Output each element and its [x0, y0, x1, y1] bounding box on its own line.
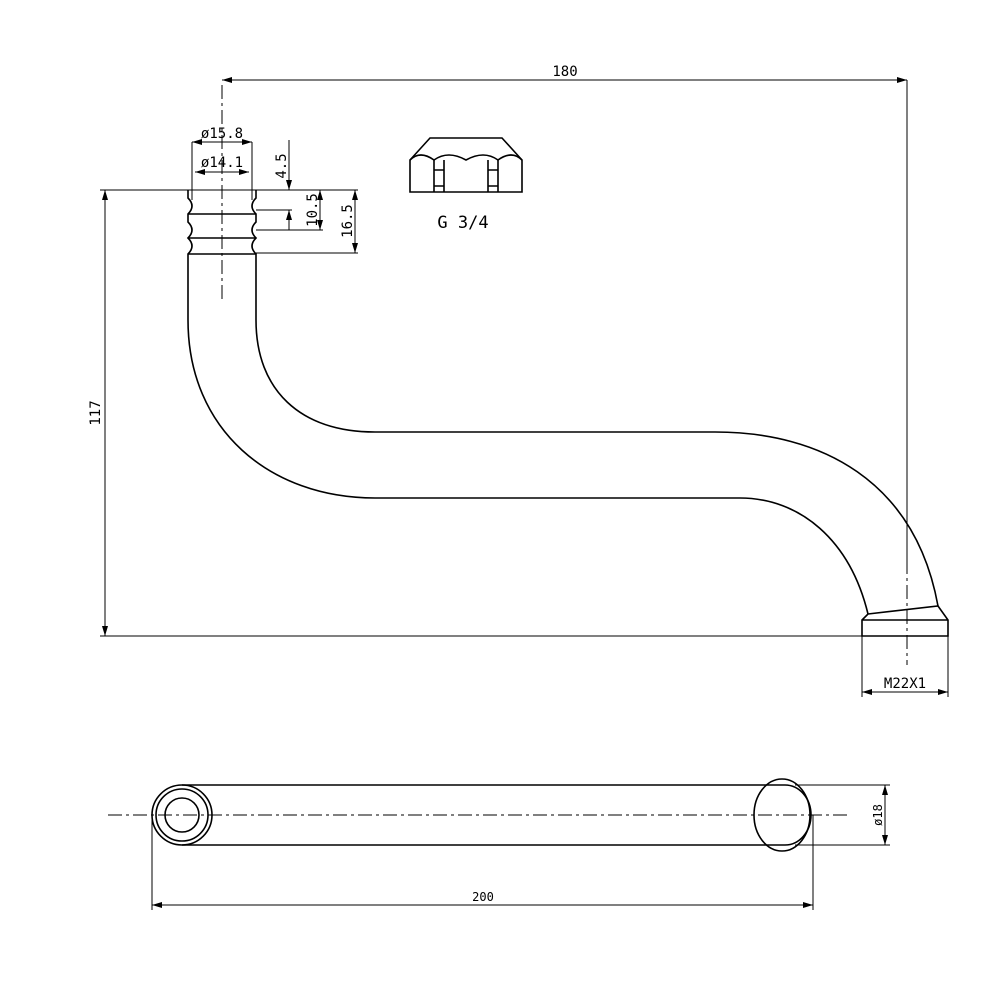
side-view-spout [186, 85, 949, 665]
dim-label-10-5: 10.5 [305, 193, 321, 227]
dimension-pipe-diameter: ø18 [795, 784, 890, 846]
dimension-grooves: 4.5 10.5 16.5 [100, 140, 358, 254]
dim-label-200: 200 [472, 890, 494, 904]
dim-label-4-5: 4.5 [274, 153, 290, 178]
dim-label-thread: M22X1 [884, 676, 926, 692]
dimension-thread: M22X1 [861, 636, 949, 697]
dimension-117: 117 [88, 190, 862, 637]
dim-label-outer-diameter: ø15.8 [201, 126, 243, 142]
dim-label-pipe-diameter: ø18 [871, 804, 885, 826]
dim-label-16-5: 16.5 [340, 204, 356, 238]
top-view-spout [108, 778, 850, 852]
dimension-diameters: ø15.8 ø14.1 [191, 126, 253, 200]
dim-label-180: 180 [552, 64, 577, 80]
dimension-180: 180 [222, 64, 908, 560]
dim-label-inner-diameter: ø14.1 [201, 155, 243, 171]
hex-nut-icon: G 3/4 [409, 137, 523, 233]
dimension-200: 200 [151, 815, 814, 910]
dim-label-117: 117 [88, 400, 104, 425]
thread-nozzle [861, 605, 949, 637]
nut-label: G 3/4 [437, 213, 488, 233]
